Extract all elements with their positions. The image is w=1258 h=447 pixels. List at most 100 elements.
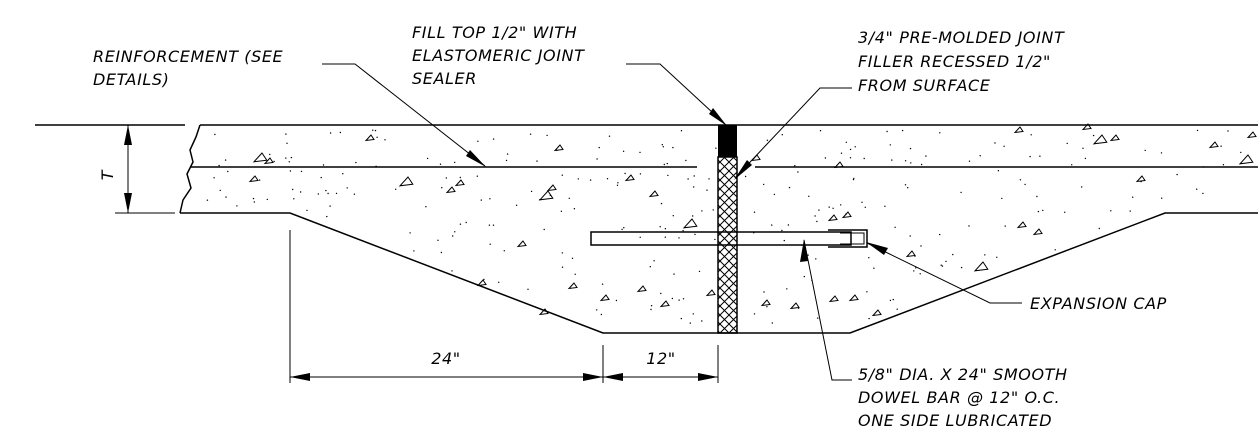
stipple-dot (715, 147, 717, 149)
concrete-aggregate (248, 123, 1257, 317)
stipple-dot (384, 139, 386, 141)
expansion-cap-inner (840, 232, 865, 245)
stipple-dot (285, 157, 287, 159)
stipple-dot (766, 306, 768, 308)
stipple-dot (299, 191, 302, 193)
stipple-dot (465, 221, 467, 224)
stipple-dot (773, 193, 776, 196)
stipple-dot (258, 179, 261, 181)
expansion-cap-leader (866, 242, 1022, 304)
stipple-dot (285, 133, 287, 135)
aggregate-triangle (841, 211, 852, 219)
stipple-dot (667, 174, 669, 177)
stipple-dot (1039, 155, 1041, 157)
filler-label-line2: FILLER RECESSED 1/2" (858, 52, 1051, 71)
stipple-dot (783, 239, 785, 242)
aggregate-triangle (599, 294, 610, 302)
stipple-dot (561, 266, 564, 268)
dowel-leader (803, 239, 852, 381)
dowel-label-line2: DOWEL BAR @ 12" O.C. (858, 388, 1060, 407)
stipple-dot (236, 205, 238, 207)
stipple-dot (346, 187, 348, 189)
stipple-dot (488, 224, 491, 226)
stipple-dot (492, 138, 495, 140)
stipple-dot (253, 201, 255, 203)
stipple-dot (968, 225, 970, 227)
stipple-dot (904, 184, 907, 186)
aggregate-triangle (827, 214, 838, 222)
stipple-dot (571, 257, 574, 259)
stipple-dot (845, 141, 847, 143)
stipple-dot (622, 150, 625, 152)
stipple-dot (589, 179, 592, 181)
stipple-dot (489, 243, 491, 245)
stipple-dot (353, 193, 356, 195)
thickness-arrow-top (124, 125, 132, 145)
stipple-dot (659, 226, 661, 228)
stipple-dot (968, 160, 971, 162)
stipple-dot (529, 133, 532, 135)
stipple-dot (440, 251, 443, 254)
stipple-dot (913, 270, 915, 272)
stipple-dot (1054, 249, 1056, 251)
expansion-cap-leader-arrow (866, 242, 888, 255)
stipple-dot (327, 192, 329, 195)
aggregate-triangle (1109, 134, 1120, 142)
stipple-dot (909, 235, 911, 237)
stipple-dot (505, 159, 508, 162)
stipple-dot (901, 129, 904, 132)
aggregate-triangle (1016, 221, 1027, 229)
stipple-dot (225, 196, 227, 198)
stipple-dot (459, 176, 461, 179)
stipple-dot (828, 206, 830, 208)
concrete-stipple (206, 129, 1242, 324)
stipple-dot (289, 170, 292, 172)
slab-break-line (179, 124, 201, 214)
stipple-dot (662, 146, 664, 148)
stipple-dot (445, 177, 447, 179)
stipple-dot (682, 230, 684, 232)
stipple-dot (615, 299, 618, 302)
stipple-dot (639, 173, 642, 175)
stipple-dot (1024, 183, 1026, 186)
stipple-dot (682, 298, 685, 300)
stipple-dot (671, 297, 674, 300)
stipple-dot (849, 148, 852, 151)
stipple-dot (996, 256, 998, 258)
stipple-dot (960, 266, 963, 269)
stipple-dot (693, 186, 695, 188)
stipple-dot (701, 320, 703, 322)
aggregate-triangle (848, 294, 859, 302)
stipple-dot (919, 273, 921, 275)
stipple-dot (213, 177, 215, 179)
stipple-dot (273, 160, 275, 163)
stipple-dot (693, 175, 695, 177)
stipple-dot (794, 165, 796, 167)
stipple-dot (909, 147, 912, 150)
stipple-dot (1220, 145, 1222, 147)
stipple-dot (941, 265, 944, 267)
stipple-dot (904, 160, 907, 162)
stipple-dot (536, 160, 538, 162)
stipple-dot (889, 144, 891, 146)
dim-24-label: 24" (431, 349, 461, 368)
aggregate-triangle (252, 152, 268, 163)
stipple-dot (372, 129, 374, 131)
stipple-dot (680, 130, 683, 132)
stipple-dot (840, 152, 843, 154)
stipple-dot (1196, 129, 1199, 132)
stipple-dot (664, 236, 666, 238)
stipple-dot (832, 207, 834, 209)
stipple-dot (639, 236, 641, 238)
stipple-dot (596, 309, 598, 311)
dim-24-arrow-right (583, 373, 603, 381)
stipple-dot (530, 190, 533, 193)
stipple-dot (920, 163, 923, 166)
stipple-dot (477, 140, 479, 142)
stipple-dot (940, 264, 942, 266)
stipple-dot (1132, 196, 1134, 198)
stipple-dot (624, 172, 626, 175)
stipple-dot (574, 273, 576, 275)
stipple-dot (925, 155, 927, 157)
stipple-dot (426, 157, 429, 160)
